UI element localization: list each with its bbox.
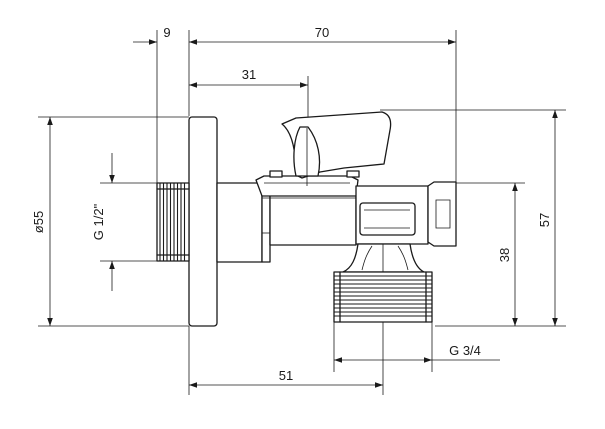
dim-label-51: 51	[279, 368, 293, 383]
dimension-labels: 9 70 31 51 G 3/4 ø55 G 1/2" 38 57	[31, 25, 552, 383]
dim-label-g12: G 1/2"	[91, 203, 106, 240]
dim-label-57: 57	[537, 213, 552, 227]
dim-label-55: ø55	[31, 211, 46, 233]
dimension-lines	[38, 30, 566, 395]
outlet-thread	[333, 271, 433, 323]
wall-flange	[188, 116, 218, 327]
dim-label-38: 38	[497, 248, 512, 262]
dim-label-g34: G 3/4	[449, 343, 481, 358]
dim-label-70: 70	[315, 25, 329, 40]
valve-body	[156, 111, 457, 327]
valve-handle	[281, 111, 392, 186]
hex-nut-window	[359, 202, 416, 236]
dim-label-9: 9	[163, 25, 170, 40]
dim-label-31: 31	[242, 67, 256, 82]
inlet-thread	[156, 182, 190, 262]
